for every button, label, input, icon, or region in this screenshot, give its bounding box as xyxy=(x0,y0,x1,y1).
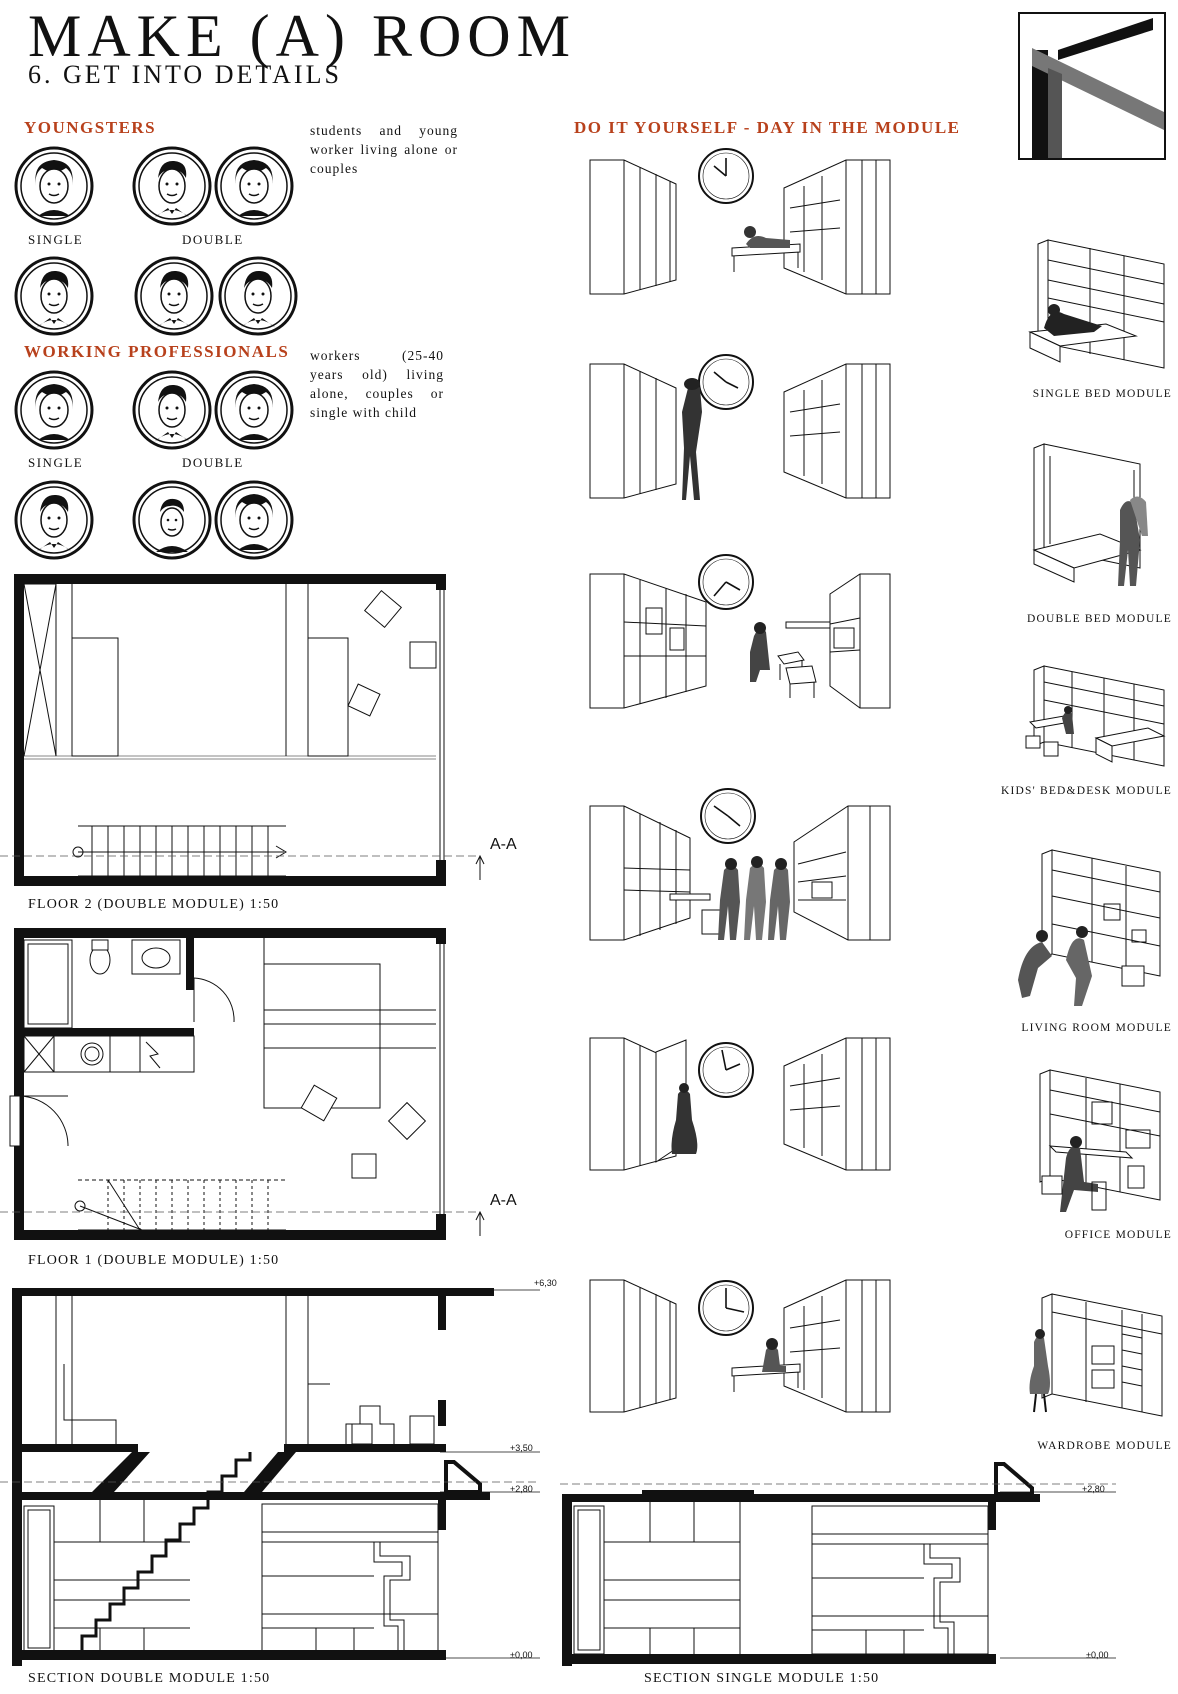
logo-icon xyxy=(1018,12,1166,160)
floor2-plan xyxy=(0,574,485,886)
youngsters-heading: YOUNGSTERS xyxy=(24,118,157,137)
kids-bed-desk-module-drawing xyxy=(1025,665,1166,767)
floor1-plan xyxy=(0,928,485,1240)
floor2-caption: FLOOR 2 (DOUBLE MODULE) 1:50 xyxy=(28,897,280,912)
page-title: MAKE (A) ROOM xyxy=(28,3,576,69)
level-label: ±0,00 xyxy=(510,1650,533,1660)
diy-heading: DO IT YOURSELF - DAY IN THE MODULE xyxy=(574,118,961,137)
level-label: +6,30 xyxy=(534,1278,557,1288)
diy-scene-2 xyxy=(589,354,891,500)
portrait-avatar-icon xyxy=(132,370,212,450)
portrait-avatar-icon xyxy=(134,256,214,336)
module-caption-kids-bed-desk: KIDS' BED&DESK MODULE xyxy=(1000,785,1172,797)
portrait-avatar-icon xyxy=(218,256,298,336)
youngsters-single-label: SINGLE xyxy=(28,232,84,247)
diy-scene-3 xyxy=(589,554,891,709)
youngsters-double-label: DOUBLE xyxy=(182,232,244,247)
module-caption-single-bed: SINGLE BED MODULE xyxy=(1032,388,1172,400)
floor1-caption: FLOOR 1 (DOUBLE MODULE) 1:50 xyxy=(28,1253,280,1268)
level-label: ±0,00 xyxy=(1086,1650,1109,1660)
portrait-avatar-icon xyxy=(132,480,212,560)
double-bed-module-drawing xyxy=(1032,443,1148,586)
professionals-heading: WORKING PROFESSIONALS xyxy=(24,342,290,361)
module-caption-office: OFFICE MODULE xyxy=(1064,1229,1172,1241)
portrait-avatar-icon xyxy=(214,370,294,450)
level-label: +2,80 xyxy=(510,1484,533,1494)
portrait-avatar-icon xyxy=(14,256,94,336)
module-caption-living-room: LIVING ROOM MODULE xyxy=(1021,1022,1172,1034)
diy-scene-5 xyxy=(589,1037,891,1171)
section-single-drawing xyxy=(560,1462,1116,1666)
module-caption-wardrobe: WARDROBE MODULE xyxy=(1037,1440,1172,1452)
portrait-avatar-icon xyxy=(14,370,94,450)
section-mark-floor2: A-A xyxy=(490,836,517,853)
section-mark-floor1: A-A xyxy=(490,1192,517,1209)
professionals-single-label: SINGLE xyxy=(28,455,84,470)
page-subtitle: 6. GET INTO DETAILS xyxy=(28,60,342,89)
module-caption-double-bed: DOUBLE BED MODULE xyxy=(1027,613,1172,625)
professionals-description: workers (25-40 years old) living alone, … xyxy=(310,348,444,420)
single-bed-module-drawing xyxy=(1028,239,1165,369)
section-double-caption: SECTION DOUBLE MODULE 1:50 xyxy=(28,1671,271,1686)
portrait-avatar-icon xyxy=(14,146,94,226)
living-room-module-drawing xyxy=(1018,849,1161,1006)
portrait-avatar-icon xyxy=(14,480,94,560)
diy-scene-6 xyxy=(589,1279,891,1413)
portrait-avatar-icon xyxy=(214,480,294,560)
section-double-drawing xyxy=(0,1288,540,1666)
section-single-caption: SECTION SINGLE MODULE 1:50 xyxy=(644,1671,880,1686)
wardrobe-module-drawing xyxy=(1029,1293,1163,1417)
youngsters-description: students and young worker living alone o… xyxy=(310,123,458,176)
portrait-avatar-icon xyxy=(132,146,212,226)
level-label: +3,50 xyxy=(510,1443,533,1453)
professionals-double-label: DOUBLE xyxy=(182,455,244,470)
level-label: +2,80 xyxy=(1082,1484,1105,1494)
office-module-drawing xyxy=(1039,1069,1161,1212)
diy-scene-4 xyxy=(589,788,891,941)
portrait-avatar-icon xyxy=(214,146,294,226)
diy-scene-1 xyxy=(589,148,891,295)
